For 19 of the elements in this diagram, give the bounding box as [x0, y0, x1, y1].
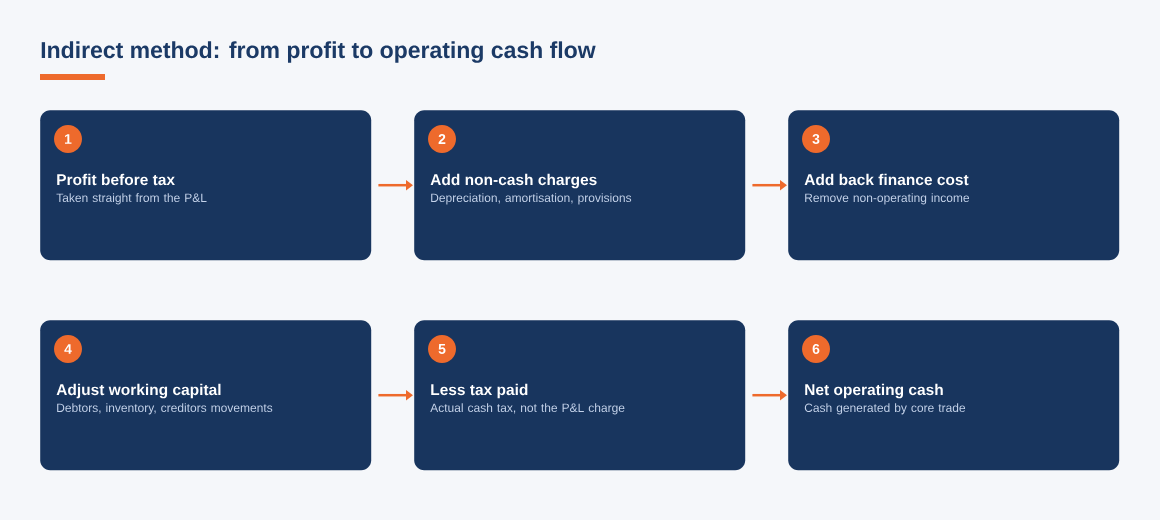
- step-number-badge: 2: [428, 125, 456, 153]
- step-number-badge: 4: [54, 335, 82, 363]
- step-heading: Profit before tax: [57, 173, 175, 186]
- step-heading: Add non-cash charges: [430, 173, 597, 189]
- step-description: Remove non-operating income: [805, 193, 970, 205]
- step-description: Depreciation, amortisation, provisions: [431, 193, 632, 205]
- step-description: Debtors, inventory, creditors movements: [57, 403, 273, 415]
- step-heading: Less tax paid: [431, 383, 528, 399]
- step-number-badge: 5: [428, 335, 456, 363]
- step-description: Cash generated by core trade: [804, 403, 966, 415]
- step-heading: Net operating cash: [805, 383, 943, 399]
- step-number-badge: 3: [802, 125, 830, 153]
- step-number-badge: 6: [802, 335, 830, 363]
- step-description: Actual cash tax, not the P&L charge: [430, 403, 625, 415]
- step-heading: Add back finance cost: [804, 173, 969, 186]
- step-number-badge: 1: [54, 125, 82, 153]
- title: Indirect method: from profit to operating cash flow: [41, 41, 596, 63]
- step-heading: Adjust working capital: [56, 383, 221, 399]
- step-description: Taken straight from the P&L: [56, 193, 207, 205]
